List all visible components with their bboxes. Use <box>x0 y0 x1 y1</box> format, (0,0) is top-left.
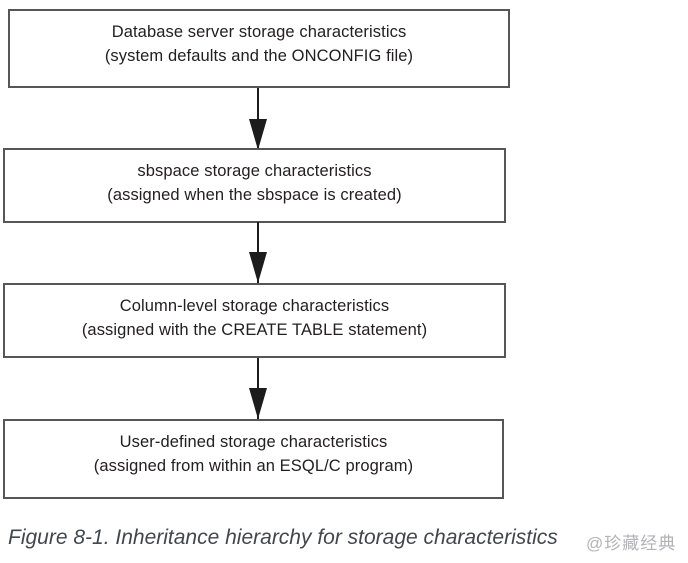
flow-box-database-server: Database server storage characteristics … <box>8 9 510 88</box>
box-title-line: User-defined storage characteristics <box>119 433 388 451</box>
box-subtitle-line: (assigned from within an ESQL/C program) <box>93 457 414 475</box>
flow-box-column-level: Column-level storage characteristics (as… <box>3 283 506 358</box>
box-title-line: Database server storage characteristics <box>111 23 407 41</box>
figure-caption: Figure 8-1. Inheritance hierarchy for st… <box>8 526 558 549</box>
box-subtitle-line: (assigned with the CREATE TABLE statemen… <box>81 321 428 339</box>
box-title-line: sbspace storage characteristics <box>137 162 372 180</box>
box-subtitle-line: (assigned when the sbspace is created) <box>107 186 402 204</box>
flow-box-user-defined: User-defined storage characteristics (as… <box>3 419 504 499</box>
arrowhead-down-icon <box>249 252 267 283</box>
flow-box-sbspace: sbspace storage characteristics (assigne… <box>3 148 506 223</box>
arrowhead-down-icon <box>249 388 267 419</box>
watermark-text: @珍藏经典 <box>586 534 677 553</box>
box-subtitle-line: (system defaults and the ONCONFIG file) <box>104 47 414 65</box>
box-title-line: Column-level storage characteristics <box>119 297 390 315</box>
arrowhead-down-icon <box>249 119 267 150</box>
